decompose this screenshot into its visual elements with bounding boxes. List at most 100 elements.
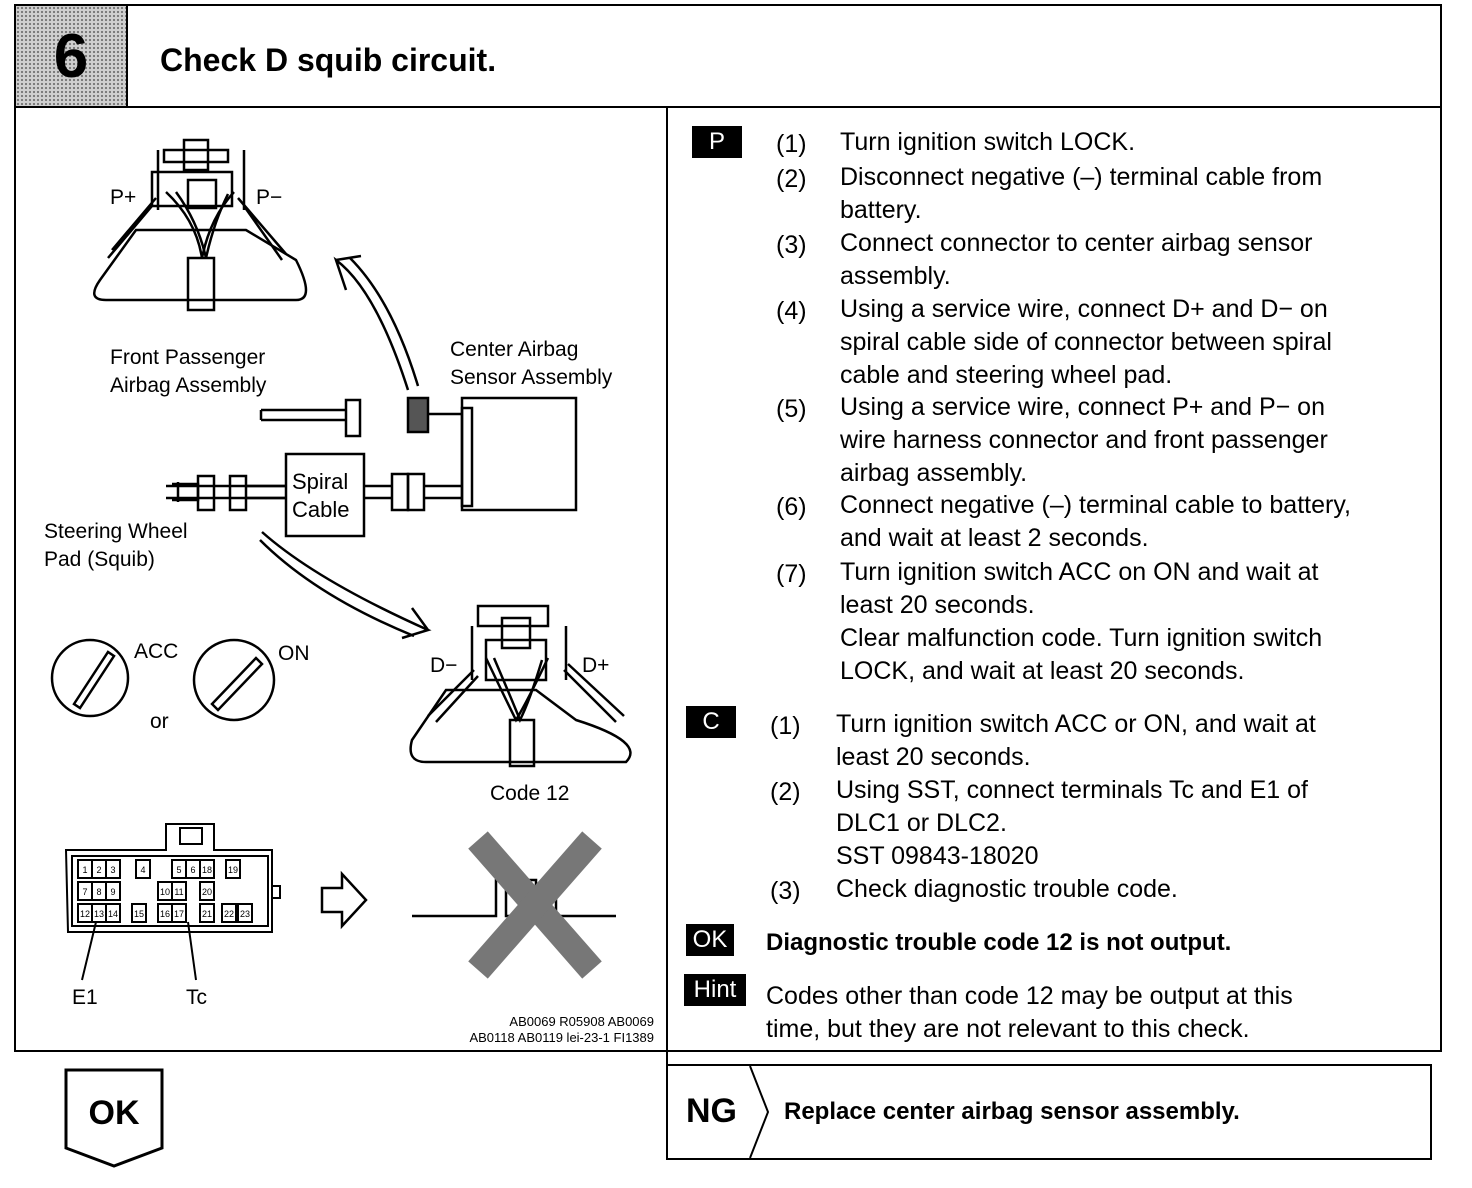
step-line: Turn ignition switch ACC or ON, and wait… (836, 710, 1316, 738)
dlc-terminal-cell (105, 903, 121, 923)
label-center-sensor: Center Airbag Sensor Assembly (450, 336, 612, 392)
dlc-terminal-cell (221, 903, 237, 923)
step-number: (2) (776, 165, 807, 193)
steering-line2: Pad (Squib) (44, 548, 155, 571)
step-number: (6) (776, 493, 807, 521)
step-line: Connect negative (–) terminal cable to b… (840, 491, 1351, 519)
dlc-terminal-number: 10 (160, 887, 170, 897)
dlc-terminal-number: 13 (94, 909, 104, 919)
label-acc: ACC (134, 640, 179, 663)
ok-result-text: Diagnostic trouble code 12 is not output… (766, 929, 1232, 956)
step-line: airbag assembly. (840, 459, 1028, 487)
badge-ok: OK (686, 924, 734, 956)
dlc-terminal-number: 4 (140, 865, 145, 875)
step-line: Using a service wire, connect D+ and D− … (840, 295, 1328, 323)
step-number: (5) (776, 395, 807, 423)
dlc-terminal-number: 5 (176, 865, 181, 875)
dlc-terminal-cell (131, 903, 147, 923)
step-line: least 20 seconds. (836, 743, 1031, 771)
dlc-terminal-number: 20 (202, 887, 212, 897)
step-line: wire harness connector and front passeng… (840, 426, 1328, 454)
step-number: (1) (770, 712, 801, 740)
step-text: Using a service wire, connect P+ and P− … (840, 391, 1328, 490)
step-line: Turn ignition switch LOCK. (840, 128, 1136, 156)
passenger-airbag-connector-drawing (93, 138, 308, 312)
ignition-key-acc-icon (50, 638, 130, 718)
step-line: LOCK, and wait at least 20 seconds. (840, 657, 1245, 685)
step-line: DLC1 or DLC2. (836, 809, 1007, 837)
dlc-terminal-cell (135, 859, 151, 879)
step-number-box: 6 (16, 6, 128, 106)
step-line: and wait at least 2 seconds. (840, 524, 1149, 552)
step-line: SST 09843-18020 (836, 842, 1039, 870)
label-p-plus: P+ (110, 186, 137, 209)
badge-p: P (692, 126, 742, 158)
step-line: Check diagnostic trouble code. (836, 875, 1178, 903)
dlc-terminal-number: 17 (174, 909, 184, 919)
dlc-terminal-cell (225, 859, 241, 879)
badge-hint: Hint (684, 974, 746, 1006)
dlc-terminal-number: 6 (190, 865, 195, 875)
dlc-terminal-cell (105, 881, 121, 901)
crossed-out-code12-icon (412, 831, 616, 979)
dlc-terminal-cell (199, 903, 215, 923)
reference-line2: AB0118 AB0119 lei-23-1 FI1389 (469, 1030, 654, 1045)
spiral-line2: Cable (292, 497, 350, 522)
step-line: Using SST, connect terminals Tc and E1 o… (836, 776, 1308, 804)
step-line: cable and steering wheel pad. (840, 361, 1173, 389)
dlc-terminal-number: 23 (240, 909, 250, 919)
step-number: (2) (770, 778, 801, 806)
arrow-right-icon (320, 870, 368, 930)
step-line: Clear malfunction code. Turn ignition sw… (840, 624, 1323, 652)
page-title: Check D squib circuit. (160, 42, 497, 78)
arrow-up-icon (333, 254, 420, 391)
step-number: (7) (776, 560, 807, 588)
badge-c: C (686, 706, 736, 738)
ignition-key-on-icon (192, 638, 276, 722)
column-divider (666, 108, 668, 1160)
step-text: Turn ignition switch ACC or ON, and wait… (836, 708, 1316, 774)
hint-text: Codes other than code 12 may be output a… (766, 980, 1293, 1046)
dlc-terminal-number: 2 (96, 865, 101, 875)
front-passenger-line1: Front Passenger (110, 346, 266, 369)
step-line: Turn ignition switch ACC on ON and wait … (840, 558, 1319, 586)
step-header: 6 Check D squib circuit. (14, 4, 1442, 108)
dlc-terminal-number: 9 (110, 887, 115, 897)
dlc-terminal-number: 22 (224, 909, 234, 919)
step-text: Connect negative (–) terminal cable to b… (840, 489, 1351, 555)
front-passenger-line2: Airbag Assembly (110, 374, 267, 397)
dlc-terminal-cell (171, 903, 187, 923)
step-text: Turn ignition switch ACC on ON and wait … (840, 556, 1322, 688)
ng-chevron-icon (749, 1066, 770, 1158)
step-text: Using a service wire, connect D+ and D− … (840, 293, 1332, 392)
step-line: Using a service wire, connect P+ and P− … (840, 393, 1325, 421)
ok-branch-shape (64, 1068, 164, 1168)
label-steering-wheel: Steering Wheel Pad (Squib) (44, 518, 188, 574)
label-tc: Tc (186, 986, 207, 1009)
step-text: Connect connector to center airbag senso… (840, 227, 1313, 293)
dlc-terminal-number: 18 (202, 865, 212, 875)
dlc-terminal-number: 11 (174, 887, 183, 897)
spiral-cable-drawing (166, 452, 462, 538)
dlc-terminal-number: 8 (96, 887, 101, 897)
label-code12: Code 12 (490, 782, 570, 805)
dlc-terminal-cell (199, 881, 215, 901)
ng-branch-box (666, 1064, 1432, 1160)
dlc-terminal-number: 1 (82, 865, 87, 875)
content-frame (14, 108, 1442, 1052)
label-front-passenger: Front Passenger Airbag Assembly (110, 344, 266, 400)
dlc-terminal-cell (237, 903, 253, 923)
dlc-terminal-number: 7 (82, 887, 87, 897)
step-text: Check diagnostic trouble code. (836, 873, 1178, 906)
step-number: (3) (770, 877, 801, 905)
spiral-line1: Spiral (292, 469, 349, 494)
ng-branch-label: NG (686, 1092, 737, 1130)
step-number: (4) (776, 297, 807, 325)
steering-line1: Steering Wheel (44, 520, 188, 543)
step-line: assembly. (840, 262, 951, 290)
label-p-minus: P− (256, 186, 283, 209)
ok-branch-label: OK (88, 1094, 140, 1132)
